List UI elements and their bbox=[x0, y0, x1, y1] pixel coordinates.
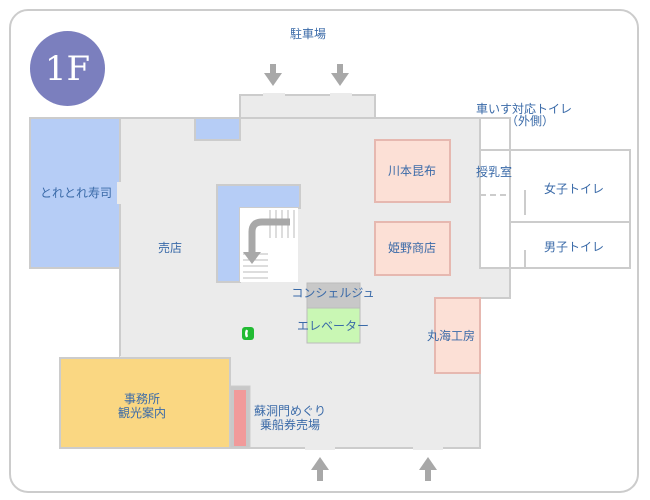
entrance-gap-right bbox=[330, 93, 352, 98]
label-office-line1: 事務所 bbox=[123, 392, 161, 406]
right-floor-extension bbox=[478, 268, 510, 298]
floor-badge: 1F bbox=[30, 31, 105, 106]
label-parking: 駐車場 bbox=[289, 27, 327, 41]
arrow-up-icon bbox=[311, 457, 329, 481]
sushi-doorway bbox=[117, 182, 123, 204]
label-womens-toilet: 女子トイレ bbox=[543, 182, 605, 196]
label-kawamoto-konbu: 川本昆布 bbox=[387, 164, 437, 178]
label-wheelchair-toilet-line1: 車いす対応トイレ bbox=[476, 102, 573, 116]
arrow-up-icon bbox=[419, 457, 437, 481]
label-mens-toilet: 男子トイレ bbox=[543, 240, 605, 254]
kawamoto-konbu-shop bbox=[374, 139, 451, 203]
entrance-gap-left bbox=[263, 93, 285, 98]
concierge-desk bbox=[306, 282, 361, 309]
phone-glyph bbox=[245, 329, 248, 338]
top-entrance-hall bbox=[239, 94, 376, 121]
ferry-counter bbox=[234, 390, 246, 446]
label-office: 事務所 観光案内 bbox=[118, 392, 166, 420]
label-shop: 売店 bbox=[157, 241, 183, 255]
wheelchair-toilet-entry bbox=[479, 117, 511, 151]
label-ferry-ticket: 蘇洞門めぐり 乗船券売場 bbox=[254, 404, 326, 432]
label-wheelchair-toilet-line2: （外側） bbox=[506, 114, 555, 128]
toretore-sushi-area bbox=[29, 117, 121, 269]
arrow-down-icon bbox=[264, 64, 282, 86]
elevator-box bbox=[306, 307, 361, 344]
arrow-down-icon bbox=[331, 64, 349, 86]
label-office-line2: 観光案内 bbox=[117, 406, 167, 420]
toilet-block bbox=[479, 149, 631, 269]
label-toretore-sushi: とれとれ寿司 bbox=[39, 186, 113, 200]
label-ferry-ticket-line2: 乗船券売場 bbox=[259, 418, 321, 432]
label-himeno-shoten: 姫野商店 bbox=[387, 241, 437, 255]
label-wheelchair-toilet: 車いす対応トイレ （外側） bbox=[476, 102, 572, 128]
stairs-arrowhead-icon bbox=[243, 252, 261, 264]
label-elevator: エレベーター bbox=[296, 319, 370, 333]
label-ferry-ticket-line1: 蘇洞門めぐり bbox=[253, 404, 327, 418]
stairs-arrow-icon bbox=[248, 218, 290, 256]
label-concierge: コンシェルジュ bbox=[291, 286, 375, 300]
label-marukai-kobo: 丸海工房 bbox=[426, 329, 476, 343]
exit-gap-left bbox=[305, 445, 335, 450]
phone-icon bbox=[242, 327, 254, 340]
marukai-kobo-shop bbox=[434, 297, 481, 374]
exit-gap-right bbox=[413, 445, 443, 450]
himeno-shoten-shop bbox=[374, 221, 451, 276]
storage-room bbox=[194, 117, 241, 141]
label-nursing-room: 授乳室 bbox=[475, 165, 513, 179]
office-area bbox=[59, 357, 231, 449]
